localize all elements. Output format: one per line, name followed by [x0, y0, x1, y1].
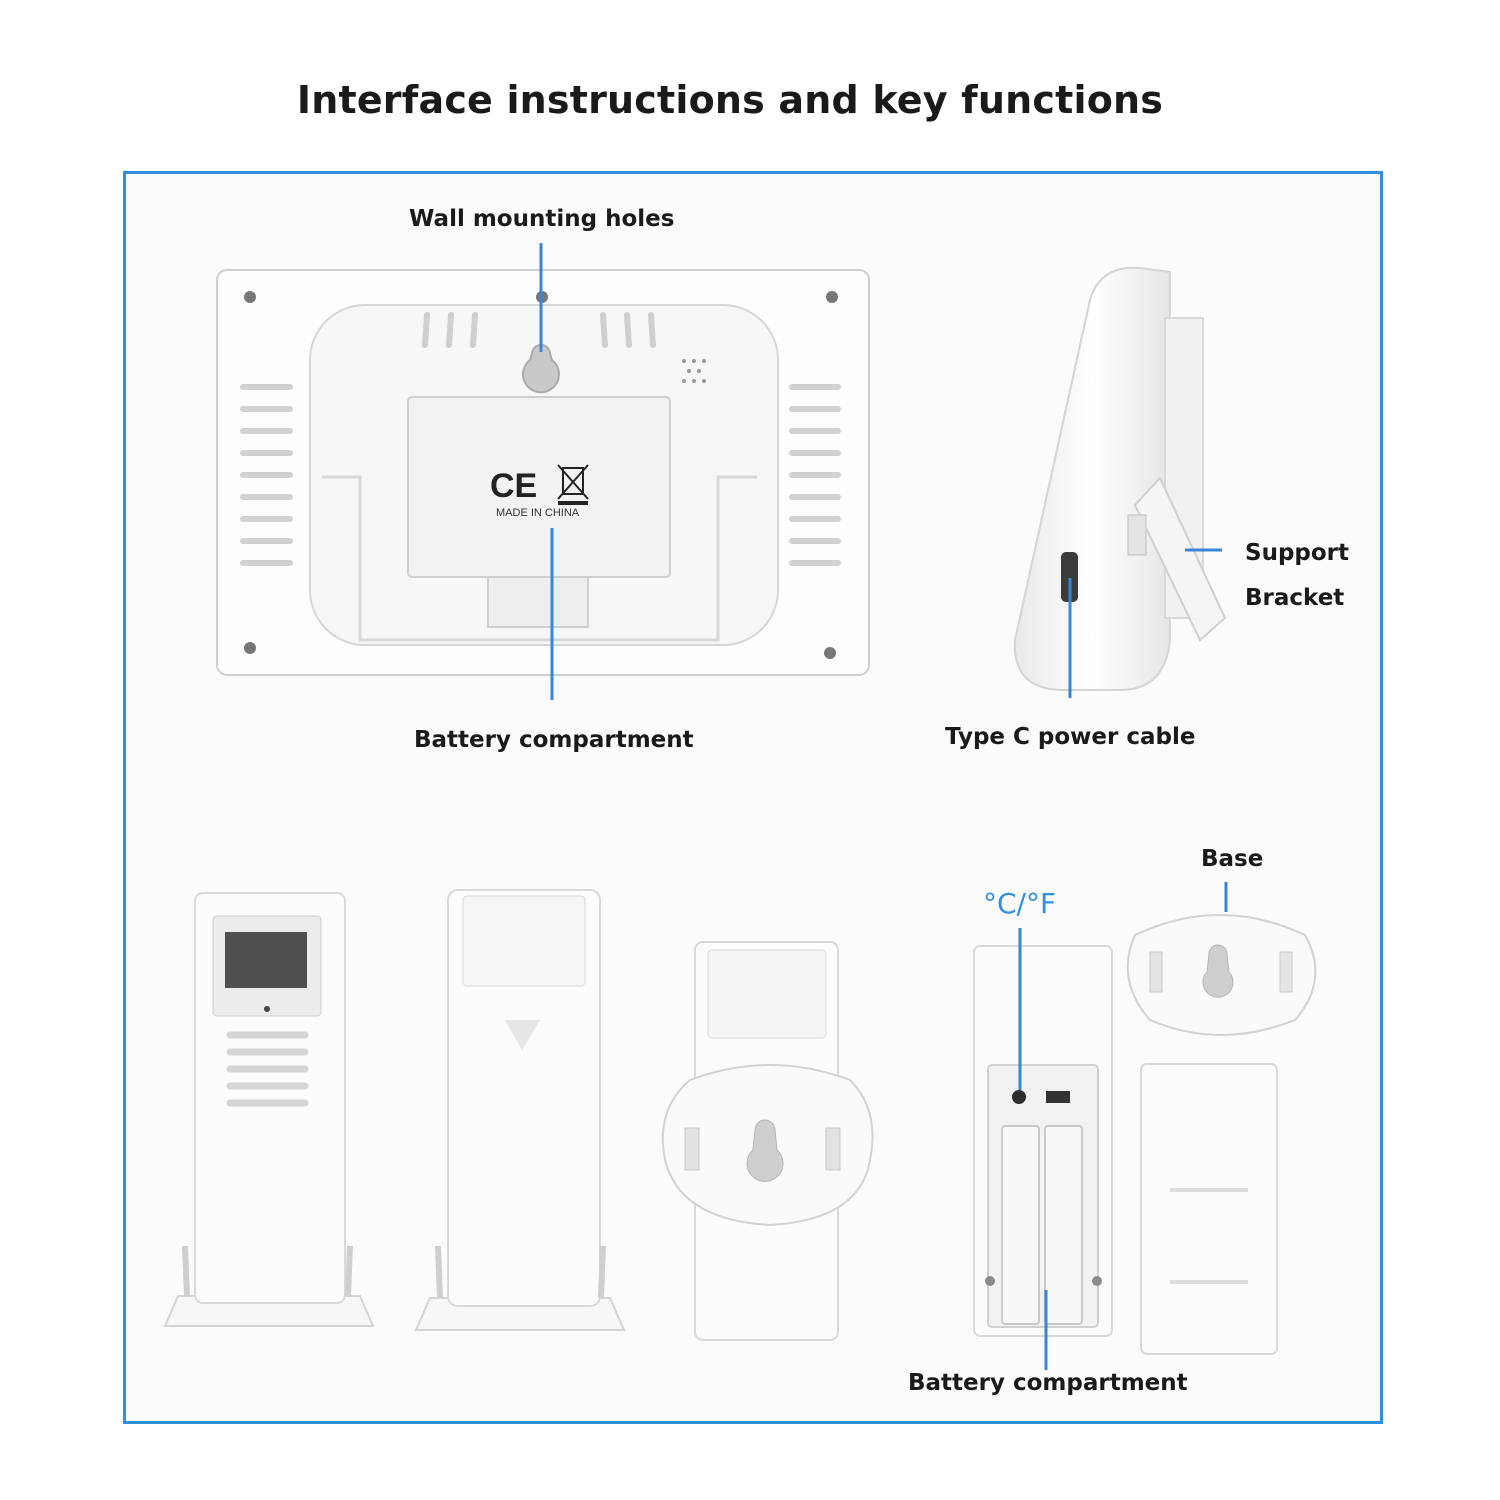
- sensor-back: [414, 889, 626, 1331]
- battery-slot-left: [1001, 1125, 1040, 1325]
- label-support: Support: [1245, 540, 1350, 566]
- vent-slots-right: [789, 384, 841, 566]
- label-battery-compartment-main: Battery compartment: [414, 727, 694, 753]
- ce-mark: CE: [490, 467, 537, 505]
- lcd-screen: [225, 932, 307, 988]
- battery-cover: [1140, 1063, 1278, 1355]
- label-wall-mounting-holes: Wall mounting holes: [409, 206, 675, 232]
- label-celsius-fahrenheit: °C/°F: [983, 887, 1057, 920]
- sensor-open-battery: [973, 945, 1113, 1337]
- display-unit-side: [1013, 266, 1227, 691]
- sensor-base-mount: [1126, 914, 1317, 1036]
- vent-slots-left: [240, 384, 293, 566]
- label-battery-compartment-sensor: Battery compartment: [908, 1370, 1188, 1396]
- label-type-c-power-cable: Type C power cable: [945, 724, 1196, 750]
- wall-mounting-hole-icon: [522, 343, 560, 394]
- weee-bin-icon: [557, 464, 589, 505]
- made-in-marking: MADE IN CHINA: [496, 507, 580, 519]
- battery-slot-right: [1044, 1125, 1083, 1325]
- c-f-button: [1012, 1090, 1026, 1104]
- vent-slots-top: [422, 312, 656, 348]
- display-unit-back: CE MADE IN CHINA: [216, 269, 870, 676]
- callout-lines: [539, 243, 1228, 1370]
- label-base: Base: [1201, 846, 1264, 872]
- label-bracket: Bracket: [1245, 585, 1345, 611]
- power-switch: [1046, 1091, 1070, 1103]
- sensor-with-wall-mount: [661, 941, 874, 1341]
- screw-icon: [244, 291, 838, 659]
- speaker-holes-icon: [682, 359, 706, 383]
- page-title: Interface instructions and key functions: [296, 78, 1164, 122]
- sensor-front: [163, 892, 375, 1327]
- usb-c-port-icon: [1061, 552, 1078, 602]
